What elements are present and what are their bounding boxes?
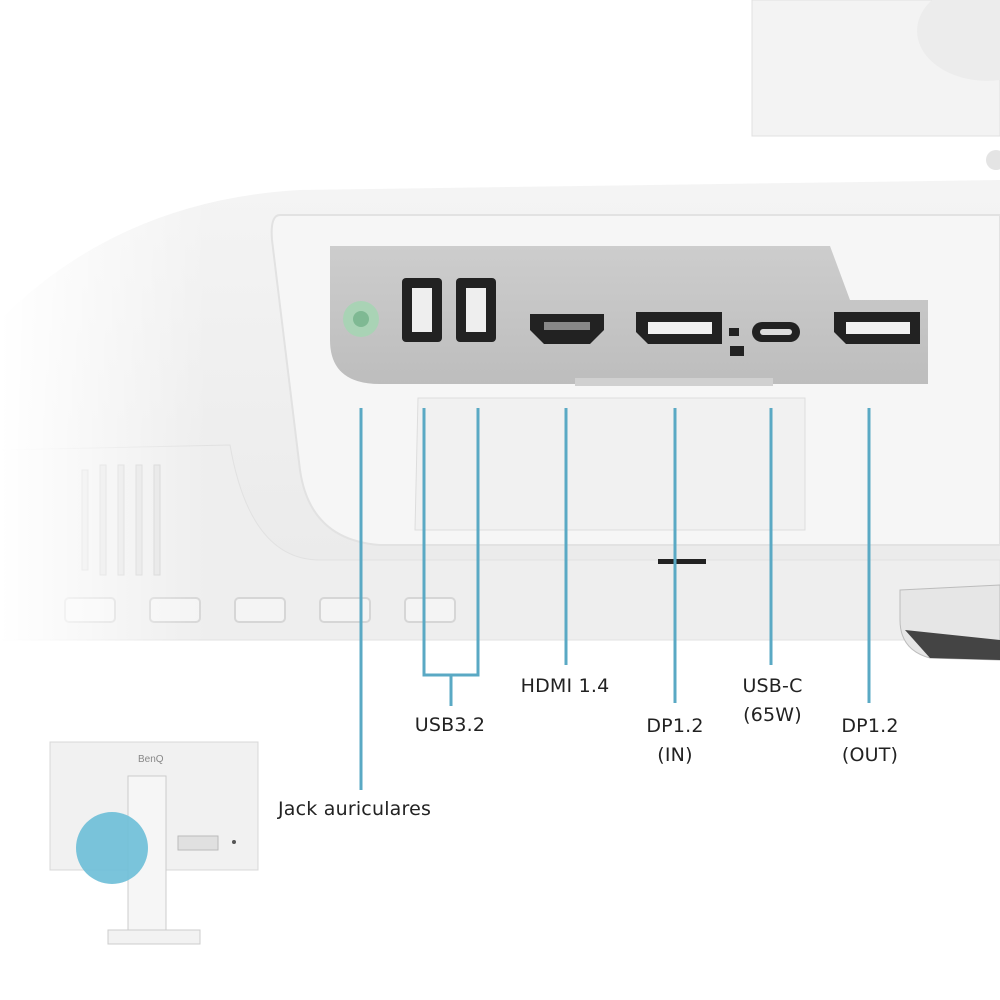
displayport-out-icon xyxy=(834,312,920,344)
highlight-marker xyxy=(76,812,148,884)
stand-neck xyxy=(751,0,1000,170)
label-dp-in: DP1.2 (IN) xyxy=(646,715,704,766)
callout-lines xyxy=(359,408,871,790)
label-audio-jack: Jack auriculares xyxy=(278,798,432,820)
benq-logo: BenQ xyxy=(138,754,164,765)
monitor-thumbnail: BenQ xyxy=(49,741,259,945)
label-usb: USB3.2 xyxy=(414,714,486,736)
label-hdmi: HDMI 1.4 xyxy=(520,675,610,697)
usb-icon xyxy=(402,278,496,342)
displayport-icon xyxy=(636,312,722,344)
label-usb-c: USB-C (65W) xyxy=(742,675,803,726)
hdmi-icon xyxy=(530,314,604,344)
label-dp-out: DP1.2 (OUT) xyxy=(841,715,899,766)
usb-c-icon xyxy=(752,322,800,342)
